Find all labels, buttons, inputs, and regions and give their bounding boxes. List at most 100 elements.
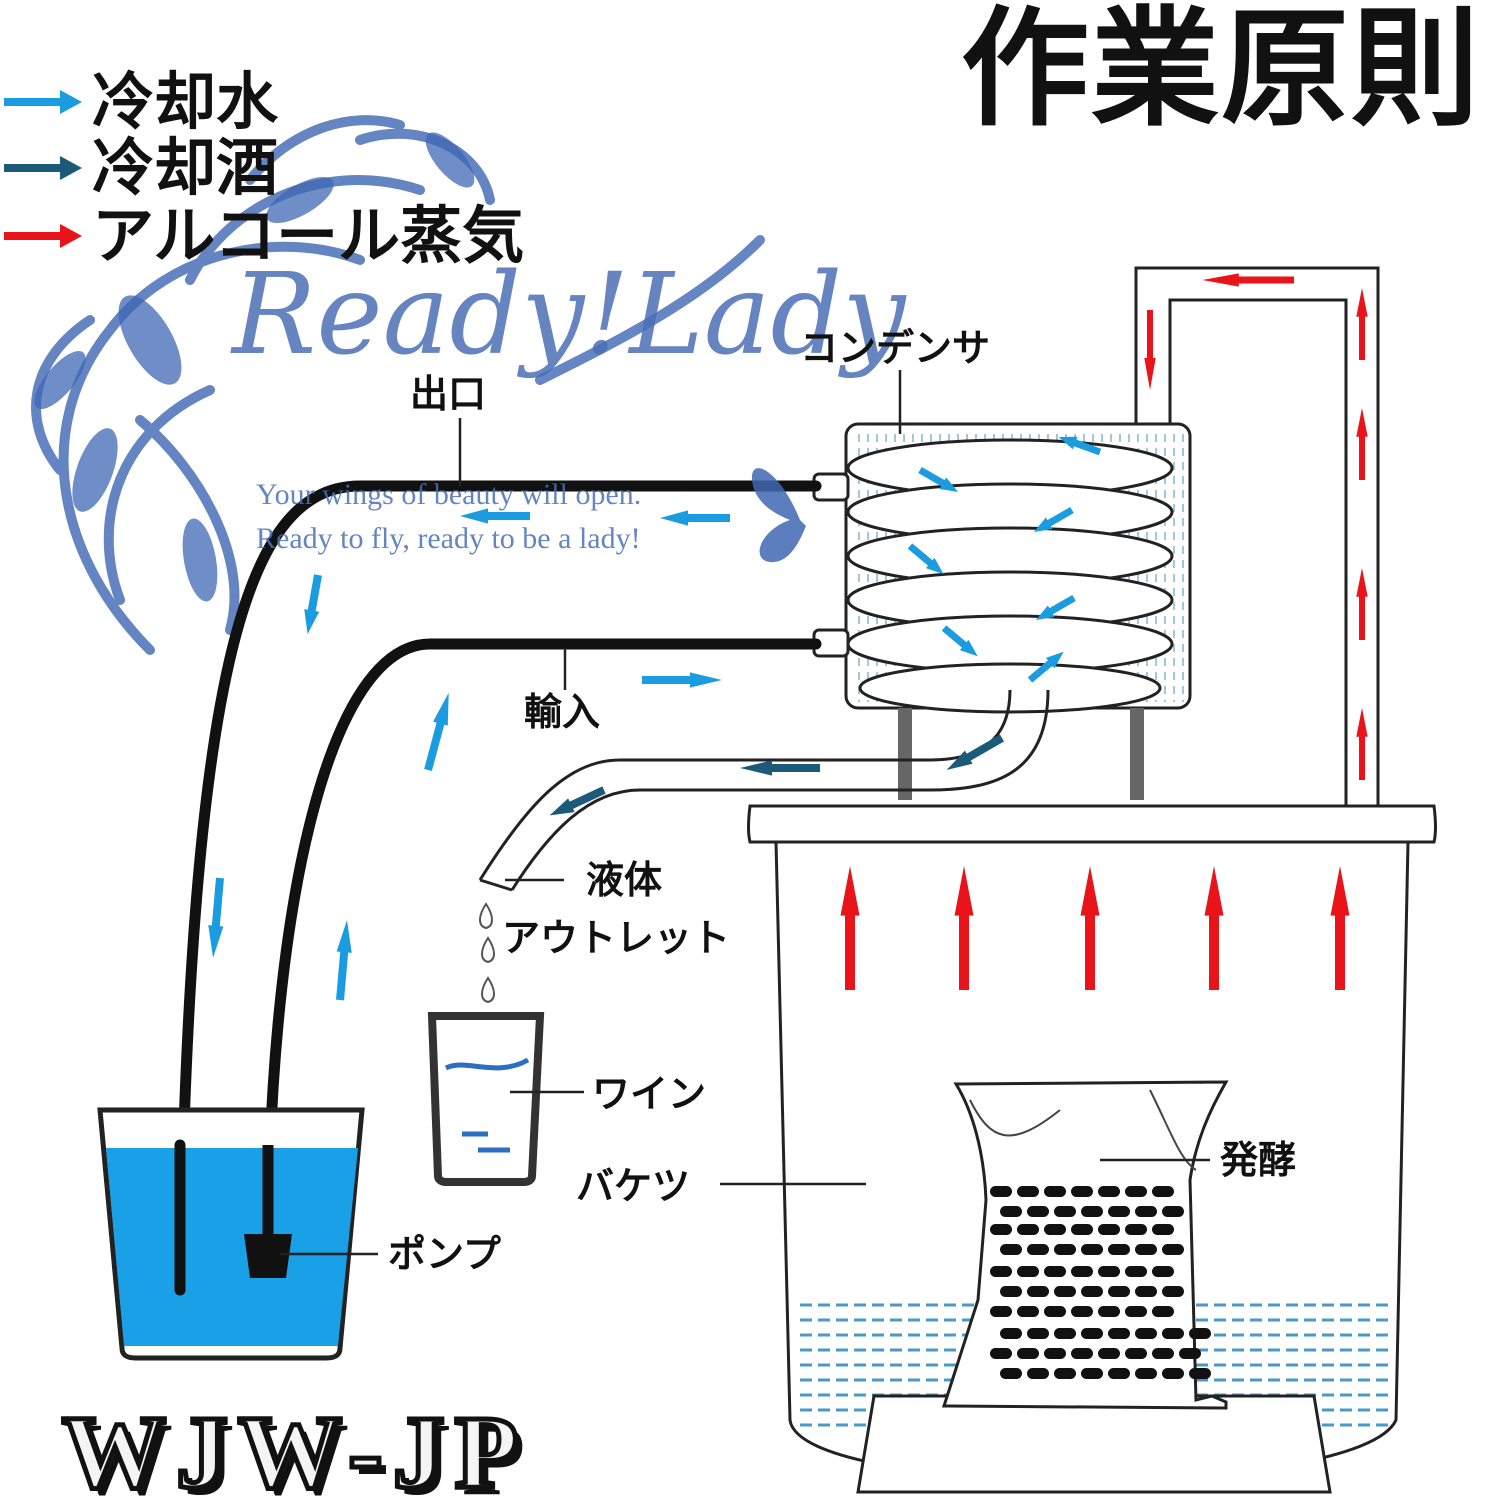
leader-lines bbox=[280, 370, 1210, 1256]
fermentation-bean-icon bbox=[1054, 1368, 1076, 1379]
water-bucket bbox=[97, 1107, 365, 1361]
fermentation-bean-icon bbox=[1017, 1306, 1039, 1317]
flow-arrow-icon bbox=[740, 760, 820, 776]
legend-label: 冷却水 bbox=[92, 65, 279, 138]
flow-arrow-icon bbox=[1202, 273, 1294, 287]
fermentation-bean-icon bbox=[1017, 1348, 1039, 1359]
flow-arrow-icon bbox=[1356, 568, 1368, 640]
watermark-line-2: Ready to fly, ready to be a lady! bbox=[256, 522, 641, 555]
fermentation-bean-icon bbox=[1054, 1286, 1076, 1297]
fermentation-bean-icon bbox=[1044, 1266, 1066, 1277]
fermentation-bean-icon bbox=[1135, 1368, 1157, 1379]
fermentation-bean-icon bbox=[1135, 1206, 1157, 1217]
fermentation-bean-icon bbox=[1000, 1328, 1022, 1339]
flow-arrow-icon bbox=[907, 543, 944, 575]
flow-arrow-icon bbox=[840, 866, 860, 990]
arrow-icon bbox=[4, 156, 82, 180]
flow-arrow-icon bbox=[460, 508, 530, 524]
flow-arrow-icon bbox=[1330, 866, 1350, 990]
fermentation-bean-icon bbox=[1125, 1348, 1147, 1359]
fermentation-bean-icon bbox=[1098, 1266, 1120, 1277]
flow-arrow-icon bbox=[1356, 288, 1368, 360]
fermentation-bean-icon bbox=[1081, 1286, 1103, 1297]
fermentation-bean-icon bbox=[990, 1306, 1012, 1317]
fermentation-bean-icon bbox=[1098, 1186, 1120, 1197]
flow-arrow-icon bbox=[1144, 310, 1156, 390]
flow-arrow-icon bbox=[1033, 506, 1074, 532]
fermentation-bean-icon bbox=[1027, 1368, 1049, 1379]
fermentation-bean-icon bbox=[1017, 1266, 1039, 1277]
legend-item-cooling-liquor: 冷却酒 bbox=[4, 136, 278, 200]
fermentation-bean-icon bbox=[1017, 1224, 1039, 1235]
fermentation-bean-icon bbox=[1162, 1368, 1184, 1379]
fermentation-bean-icon bbox=[1044, 1348, 1066, 1359]
fermentation-bean-icon bbox=[1108, 1286, 1130, 1297]
flow-arrow-icon bbox=[424, 692, 449, 772]
fermentation-bean-icon bbox=[1179, 1348, 1201, 1359]
fermentation-bean-icon bbox=[1000, 1368, 1022, 1379]
fermentation-bean-icon bbox=[1054, 1328, 1076, 1339]
flow-arrow-icon bbox=[941, 625, 978, 657]
fermentation-bean-icon bbox=[1162, 1206, 1184, 1217]
flow-arrow-icon bbox=[549, 786, 606, 816]
label-liquid-outlet: アウトレット bbox=[502, 916, 731, 960]
fermentation-bean-icon bbox=[1044, 1186, 1066, 1197]
fermentation-bean-icon bbox=[1108, 1206, 1130, 1217]
fermentation-bean-icon bbox=[1071, 1306, 1093, 1317]
flow-arrow-icon bbox=[1058, 436, 1102, 456]
fermentation-bean-icon bbox=[1135, 1244, 1157, 1255]
fermentation-bean-icon bbox=[1027, 1328, 1049, 1339]
fermentation-bean-icon bbox=[1081, 1244, 1103, 1255]
fermentation-bean-icon bbox=[1108, 1328, 1130, 1339]
label-fermentation: 発酵 bbox=[1220, 1138, 1297, 1182]
fermentation-bean-icon bbox=[1152, 1186, 1174, 1197]
fermentation-bean-icon bbox=[1162, 1244, 1184, 1255]
hose-inlet bbox=[262, 638, 822, 1246]
fermentation-bean-icon bbox=[1162, 1286, 1184, 1297]
fermentation-bean-icon bbox=[1027, 1206, 1049, 1217]
fermentation-bean-icon bbox=[1000, 1206, 1022, 1217]
vapor-column bbox=[1134, 266, 1380, 838]
fermentation-bean-icon bbox=[1044, 1224, 1066, 1235]
wine-glass bbox=[427, 1012, 545, 1186]
fermentation-bean-icon bbox=[1054, 1244, 1076, 1255]
flow-arrow-icon bbox=[1080, 866, 1100, 990]
fermentation-bean-icon bbox=[1044, 1306, 1066, 1317]
legend-label: 冷却酒 bbox=[92, 131, 279, 204]
legend-item-alcohol-vapor: アルコール蒸気 bbox=[4, 204, 524, 268]
flow-arrow-icon bbox=[1027, 651, 1064, 683]
cooling-liquor-arrows bbox=[549, 734, 1004, 816]
fermentation-bean-icon bbox=[1081, 1368, 1103, 1379]
fermentation-bag bbox=[941, 1080, 1229, 1410]
arrow-icon bbox=[4, 90, 82, 114]
liquor-pipe bbox=[478, 689, 1050, 892]
fermentation-bean-icon bbox=[1017, 1186, 1039, 1197]
pump-icon bbox=[244, 1234, 292, 1278]
watermark-line-1: Your wings of beauty will open. bbox=[256, 478, 642, 511]
fermentation-bean-icon bbox=[1125, 1224, 1147, 1235]
watermark-script: Ready!Lady bbox=[232, 250, 906, 380]
legend-item-cooling-water: 冷却水 bbox=[4, 70, 278, 134]
fermentation-bean-icon bbox=[990, 1348, 1012, 1359]
fermentation-bean-icon bbox=[1027, 1286, 1049, 1297]
fermentation-bean-icon bbox=[1135, 1286, 1157, 1297]
label-inlet: 輸入 bbox=[524, 690, 601, 734]
fermentation-bean-icon bbox=[1125, 1306, 1147, 1317]
legend-label: アルコール蒸気 bbox=[92, 199, 525, 272]
fermentation-bean-icon bbox=[1135, 1328, 1157, 1339]
flow-arrow-icon bbox=[304, 574, 322, 635]
fermentation-bean-icon bbox=[990, 1224, 1012, 1235]
flow-arrow-icon bbox=[954, 866, 974, 990]
cooling-water-arrows bbox=[208, 436, 1102, 1001]
hose-outlet bbox=[174, 480, 822, 1296]
fermentation-bean-icon bbox=[1071, 1348, 1093, 1359]
flow-arrow-icon bbox=[1356, 408, 1368, 480]
arrow-icon bbox=[4, 224, 82, 248]
fermentation-bean-icon bbox=[1027, 1244, 1049, 1255]
flow-arrow-icon bbox=[642, 672, 722, 688]
label-bucket: バケツ bbox=[576, 1164, 691, 1208]
fermentation-bean-icon bbox=[1108, 1368, 1130, 1379]
label-condenser: コンデンサ bbox=[800, 326, 991, 370]
flow-arrow-icon bbox=[946, 734, 1004, 770]
